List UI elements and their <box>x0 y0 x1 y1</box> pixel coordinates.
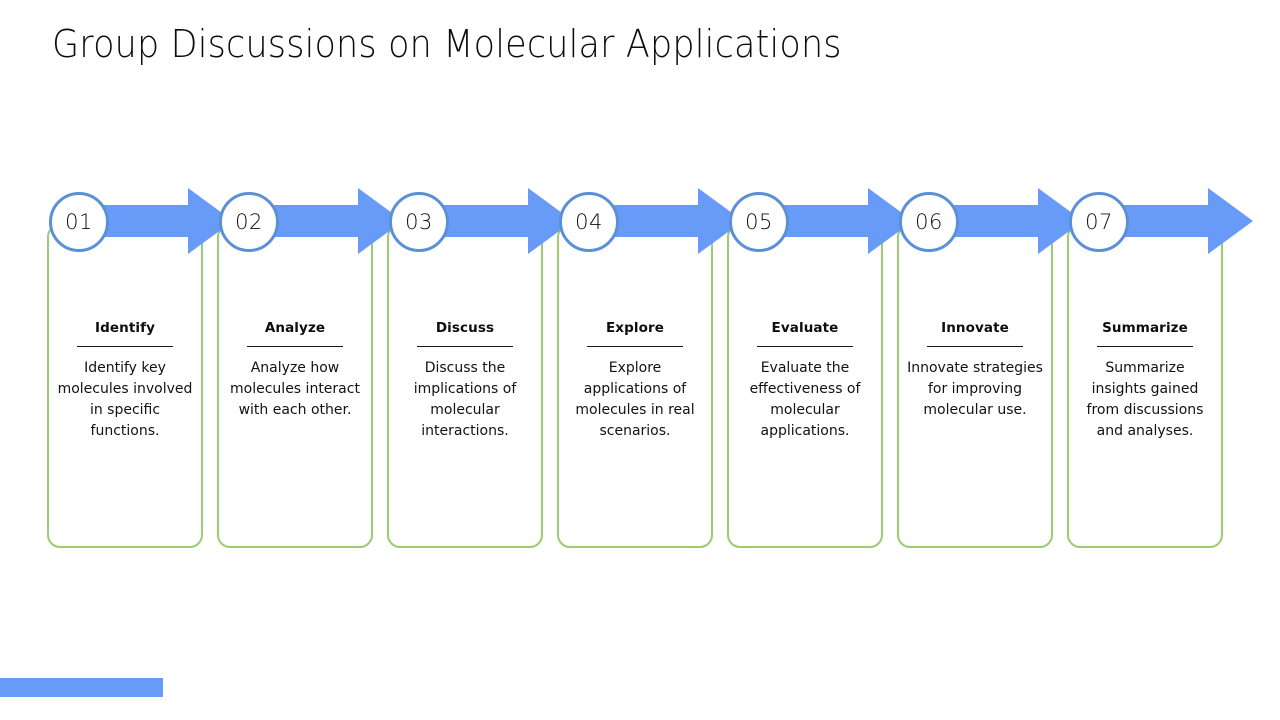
step-card <box>897 224 1053 548</box>
step-number-badge[interactable]: 04 <box>559 192 619 252</box>
step-number-badge[interactable]: 05 <box>729 192 789 252</box>
step-card <box>1067 224 1223 548</box>
step-number: 05 <box>745 209 773 234</box>
step-number: 06 <box>915 209 943 234</box>
step-number-badge[interactable]: 07 <box>1069 192 1129 252</box>
step-description: Evaluate the effectiveness of molecular … <box>749 360 861 439</box>
step-divider <box>1097 346 1193 347</box>
footer-accent-bar <box>0 678 163 697</box>
step-divider <box>247 346 343 347</box>
step-description: Discuss the implications of molecular in… <box>413 360 517 439</box>
step-heading: Discuss <box>435 320 495 336</box>
step-description: Summarize insights gained from discussio… <box>1086 360 1204 439</box>
step-number: 02 <box>235 209 263 234</box>
step-number-badge[interactable]: 01 <box>49 192 109 252</box>
step-number: 07 <box>1085 209 1113 234</box>
step-heading: Explore <box>605 320 664 336</box>
step-divider <box>77 346 173 347</box>
step-number-badge[interactable]: 06 <box>899 192 959 252</box>
step-divider <box>587 346 683 347</box>
step-description: Analyze how molecules interact with each… <box>230 360 360 418</box>
step-description: Innovate strategies for improving molecu… <box>907 360 1043 418</box>
step-card <box>47 224 203 548</box>
step-card <box>217 224 373 548</box>
step-card <box>557 224 713 548</box>
step-heading: Evaluate <box>771 320 839 336</box>
step-number-badge[interactable]: 03 <box>389 192 449 252</box>
step-number-badge[interactable]: 02 <box>219 192 279 252</box>
step-number: 01 <box>65 209 93 234</box>
step-divider <box>417 346 513 347</box>
step-description: Explore applications of molecules in rea… <box>575 360 695 439</box>
step-number: 04 <box>575 209 603 234</box>
step-heading: Innovate <box>941 320 1009 336</box>
step-divider <box>927 346 1023 347</box>
step-divider <box>757 346 853 347</box>
step-heading: Identify <box>94 320 155 336</box>
page-title: Group Discussions on Molecular Applicati… <box>52 22 842 66</box>
step-heading: Analyze <box>264 320 326 336</box>
step-heading: Summarize <box>1102 320 1188 336</box>
step-number: 03 <box>405 209 433 234</box>
step-description: Identify key molecules involved in speci… <box>57 360 193 439</box>
